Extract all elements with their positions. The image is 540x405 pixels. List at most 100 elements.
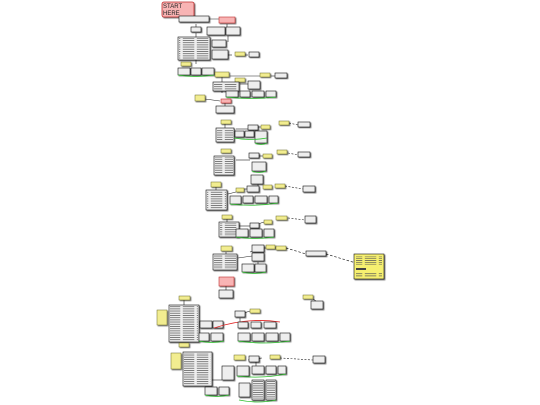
node-e-1[interactable] — [225, 90, 239, 98]
node-b-4[interactable] — [248, 51, 260, 58]
node-b-2[interactable] — [211, 39, 227, 48]
node-j-3[interactable] — [235, 228, 249, 238]
node-n-7[interactable] — [277, 365, 287, 375]
node-m-1[interactable] — [234, 310, 246, 318]
note-6[interactable] — [194, 94, 206, 102]
node-k-3[interactable] — [305, 250, 327, 257]
node-e-2[interactable] — [239, 90, 251, 98]
node-j-4[interactable] — [249, 228, 263, 238]
node-k-5[interactable] — [254, 263, 267, 273]
note-18[interactable] — [263, 219, 273, 225]
node-c-2[interactable] — [190, 67, 202, 76]
node-k-2[interactable] — [251, 252, 265, 262]
note-26[interactable] — [249, 308, 261, 314]
note-21[interactable] — [265, 244, 276, 250]
node-c-3[interactable] — [201, 67, 215, 76]
note-27[interactable] — [178, 342, 190, 348]
node-h-4[interactable] — [250, 174, 264, 185]
node-small-b[interactable] — [206, 26, 226, 36]
node-g-3[interactable] — [234, 130, 245, 138]
node-h-3[interactable] — [251, 161, 267, 172]
note-17[interactable] — [221, 214, 233, 220]
node-k-4[interactable] — [241, 263, 255, 273]
note-9[interactable] — [278, 120, 290, 126]
note-29[interactable] — [233, 354, 246, 361]
node-n-2[interactable] — [312, 355, 326, 364]
node-n-10[interactable] — [238, 382, 251, 398]
node-m-2[interactable] — [199, 320, 213, 329]
node-small-a[interactable] — [190, 26, 202, 33]
node-i-6[interactable] — [268, 195, 279, 204]
node-l-1[interactable] — [218, 289, 234, 299]
node-intro-wide[interactable] — [178, 15, 210, 23]
node-j-5[interactable] — [263, 228, 275, 238]
node-d-3[interactable] — [247, 80, 261, 90]
note-2[interactable] — [180, 61, 192, 67]
node-n-12[interactable] — [218, 386, 230, 396]
node-e-3[interactable] — [251, 90, 265, 98]
note-10[interactable] — [220, 148, 232, 154]
note-11[interactable] — [262, 153, 273, 159]
node-m-6[interactable] — [263, 321, 277, 329]
node-n-4[interactable] — [236, 365, 250, 377]
node-h-1[interactable] — [248, 152, 260, 159]
note-15[interactable] — [262, 184, 273, 190]
node-g-5[interactable] — [254, 130, 268, 144]
note-19[interactable] — [275, 215, 288, 221]
note-4[interactable] — [259, 72, 271, 78]
note-28[interactable] — [170, 352, 182, 370]
note-24[interactable] — [178, 295, 191, 301]
node-b-3[interactable] — [211, 49, 229, 60]
node-m-9[interactable] — [237, 332, 251, 342]
node-red-top[interactable] — [218, 16, 236, 24]
node-j-1[interactable] — [249, 222, 260, 229]
node-i-2[interactable] — [302, 185, 316, 193]
note-8[interactable] — [260, 124, 271, 130]
node-j-2[interactable] — [304, 215, 317, 224]
node-k-1[interactable] — [251, 244, 265, 253]
note-7[interactable] — [220, 119, 232, 125]
node-n-11[interactable] — [204, 386, 218, 396]
node-c-1[interactable] — [177, 67, 191, 76]
node-e-4[interactable] — [265, 90, 277, 98]
node-m-8[interactable] — [210, 332, 224, 342]
node-m-3[interactable] — [212, 320, 224, 329]
node-m-10[interactable] — [251, 332, 265, 342]
note-5[interactable] — [234, 77, 246, 83]
node-l-2[interactable] — [310, 300, 324, 310]
node-m-4[interactable] — [237, 321, 249, 329]
note-3[interactable] — [214, 71, 230, 78]
note-16[interactable] — [274, 183, 286, 189]
node-i-4[interactable] — [242, 195, 254, 204]
node-g-2[interactable] — [297, 121, 311, 128]
note-23[interactable] — [302, 294, 314, 300]
node-g-4[interactable] — [244, 130, 255, 138]
node-m-7[interactable] — [198, 332, 210, 342]
node-h-2[interactable] — [297, 151, 311, 158]
note-22[interactable] — [275, 245, 287, 251]
node-f-1[interactable] — [215, 105, 235, 114]
node-g-1[interactable] — [247, 124, 259, 131]
node-red-3[interactable] — [218, 276, 235, 287]
node-n-3[interactable] — [221, 365, 235, 381]
node-n-5[interactable] — [251, 365, 265, 375]
node-n-1[interactable] — [248, 355, 260, 363]
node-i-1[interactable] — [246, 185, 260, 193]
node-m-5[interactable] — [250, 321, 262, 329]
note-25[interactable] — [156, 309, 168, 326]
note-20[interactable] — [220, 245, 233, 252]
node-d-1[interactable] — [274, 72, 288, 79]
note-30[interactable] — [269, 354, 281, 360]
node-small-c[interactable] — [225, 26, 241, 36]
node-i-5[interactable] — [254, 195, 268, 204]
node-i-3[interactable] — [229, 195, 242, 205]
node-m-11[interactable] — [265, 332, 279, 342]
note-12[interactable] — [276, 149, 288, 155]
node-red-2[interactable] — [220, 98, 232, 104]
note-14[interactable] — [235, 187, 245, 193]
note-13[interactable] — [210, 181, 222, 188]
node-m-12[interactable] — [279, 332, 291, 342]
note-1[interactable] — [234, 51, 246, 57]
node-n-6[interactable] — [265, 365, 277, 375]
